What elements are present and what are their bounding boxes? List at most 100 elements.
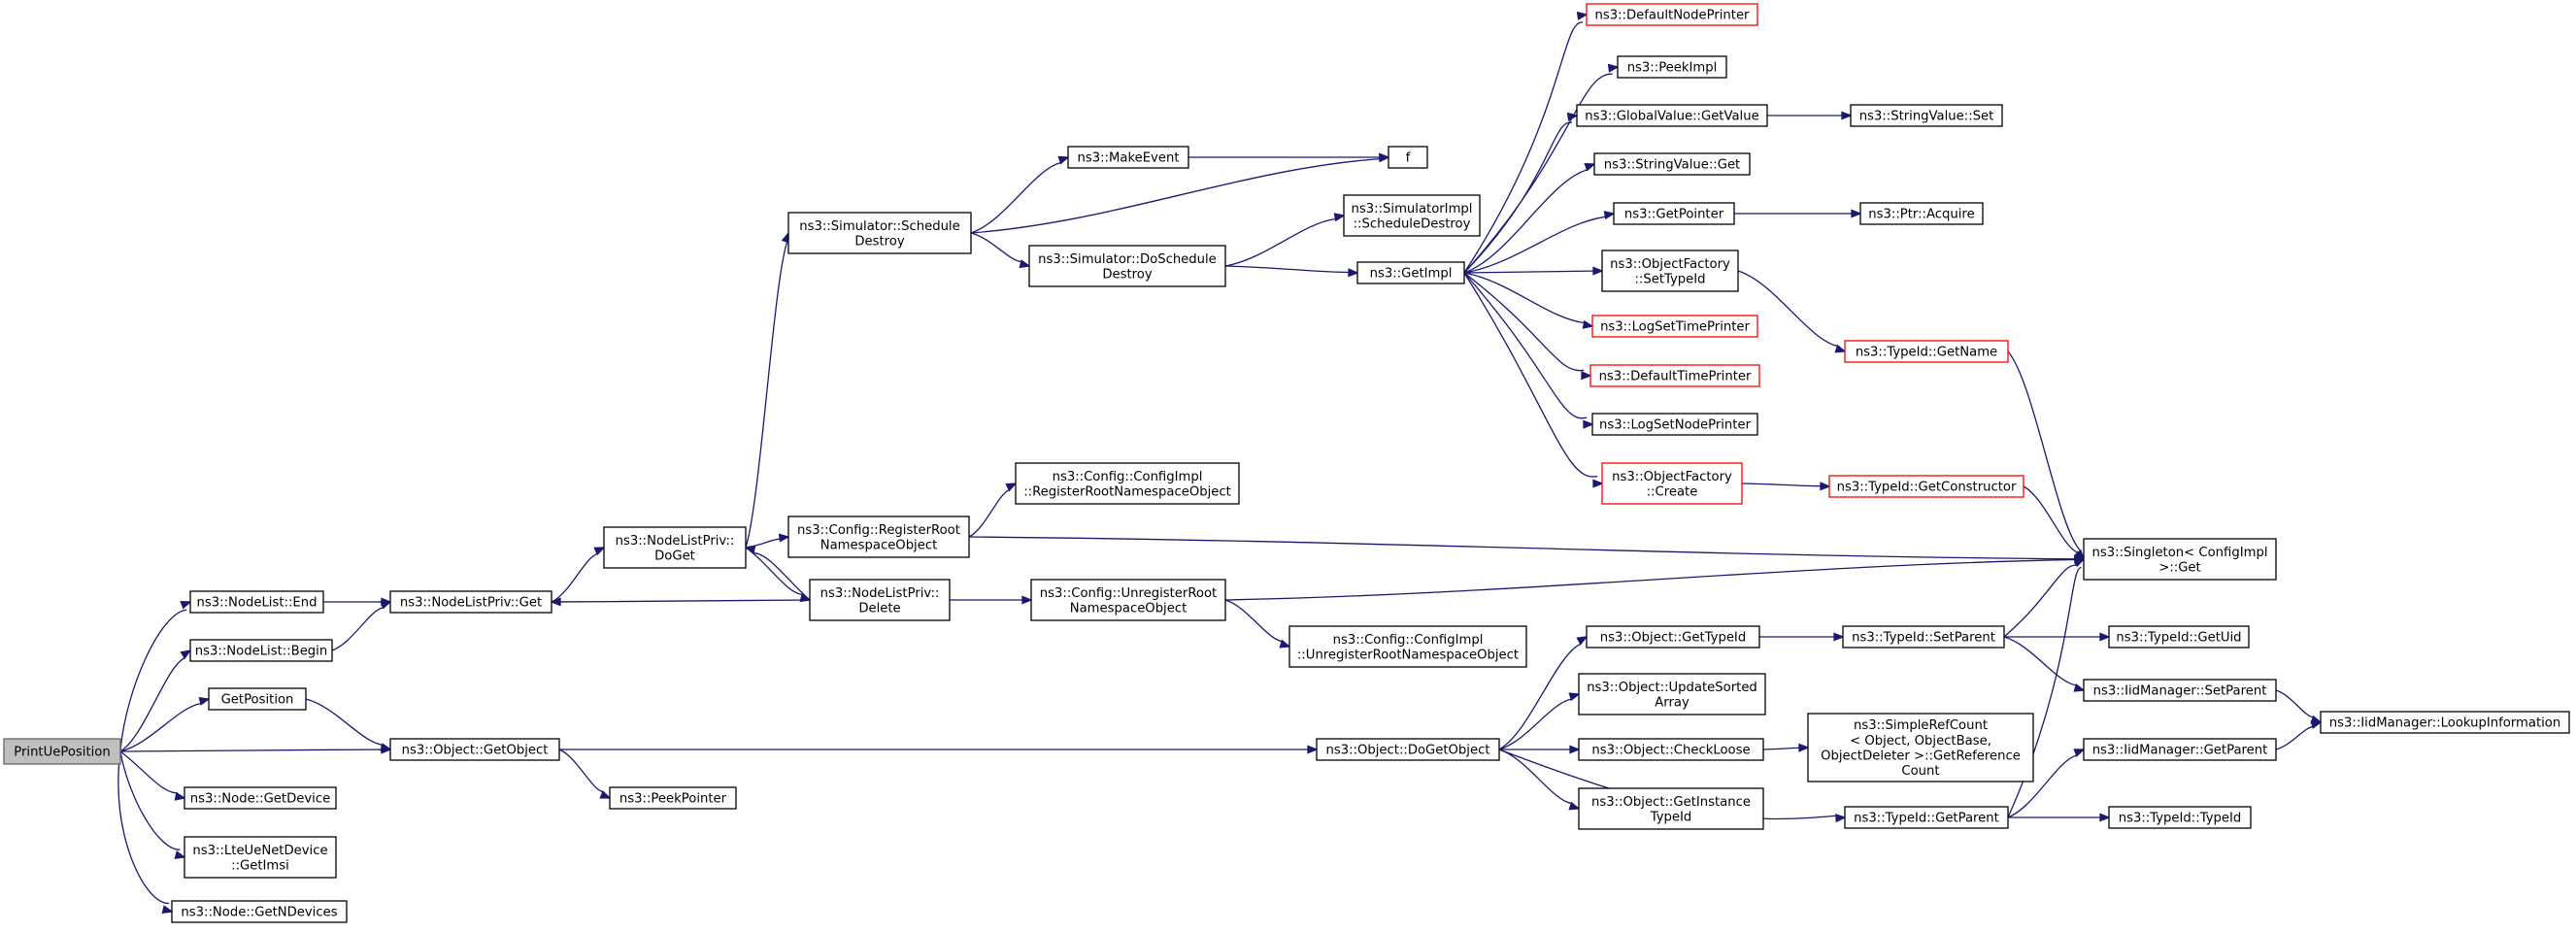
node-ns3-peekpointer[interactable]: ns3::PeekPointer xyxy=(609,786,737,810)
arrowhead-icon xyxy=(599,790,612,799)
node-ns3-typeid-getname[interactable]: ns3::TypeId::GetName xyxy=(1844,340,2009,363)
node-ns3-stringvalue-set[interactable]: ns3::StringValue::Set xyxy=(1850,104,2003,127)
edge-12-to-44 xyxy=(968,536,2086,564)
node-ns3-getpointer[interactable]: ns3::GetPointer xyxy=(1613,202,1735,225)
node-label: ns3::LogSetTimePrinter xyxy=(1600,320,1750,335)
edge-33-to-41 xyxy=(1759,632,1845,642)
node-label: ns3::GlobalValue::GetValue xyxy=(1585,110,1758,124)
node-ns3-peekimpl[interactable]: ns3::PeekImpl xyxy=(1617,55,1727,79)
node-ns3-nodelistpriv-delete[interactable]: ns3::NodeListPriv::Delete xyxy=(809,579,951,621)
node-ns3-objectfactory-create[interactable]: ns3::ObjectFactory::Create xyxy=(1601,462,1743,505)
node-ns3-node-getdevice[interactable]: ns3::Node::GetDevice xyxy=(184,786,337,810)
node-ns3-iidmanager-lookupinformation[interactable]: ns3::IidManager::LookupInformation xyxy=(2320,711,2570,734)
edge-17-to-44 xyxy=(1224,554,2086,601)
edge-13-to-8 xyxy=(550,597,811,607)
node-ns3-simplerefcount-object-objectbase-objectdeleter-getreference-count[interactable]: ns3::SimpleRefCount< Object, ObjectBase,… xyxy=(1807,713,2034,782)
node-ns3-simulator-schedule-destroy[interactable]: ns3::Simulator::ScheduleDestroy xyxy=(787,212,972,254)
edges-layer xyxy=(117,11,2323,915)
edge-0-to-5 xyxy=(119,750,186,801)
edge-22-to-26 xyxy=(1463,162,1596,274)
arrowhead-icon xyxy=(1348,268,1359,278)
node-ns3-nodelist-begin[interactable]: ns3::NodeList::Begin xyxy=(189,639,333,662)
node-ns3-config-unregisterroot-namespaceobject[interactable]: ns3::Config::UnregisterRootNamespaceObje… xyxy=(1030,579,1226,621)
node-ns3-typeid-getconstructor[interactable]: ns3::TypeId::GetConstructor xyxy=(1828,475,2024,498)
node-label: ns3::Config::UnregisterRoot xyxy=(1040,586,1217,601)
node-label: < Object, ObjectBase, xyxy=(1850,734,1991,749)
edge-22-to-29 xyxy=(1463,272,1594,329)
node-ns3-stringvalue-get[interactable]: ns3::StringValue::Get xyxy=(1593,152,1751,176)
node-label: ns3::NodeListPriv:: xyxy=(616,534,735,549)
node-label: ns3::PeekPointer xyxy=(619,792,727,807)
node-label: Count xyxy=(1901,764,1939,779)
node-ns3-typeid-getparent[interactable]: ns3::TypeId::GetParent xyxy=(1844,806,2009,829)
node-ns3-nodelistpriv-doget[interactable]: ns3::NodeListPriv::DoGet xyxy=(603,526,747,569)
node-label: ns3::NodeList::End xyxy=(197,596,318,611)
edge-22-to-24 xyxy=(1463,63,1620,274)
node-ns3-object-dogetobject[interactable]: ns3::Object::DoGetObject xyxy=(1316,738,1500,761)
edge-28-to-39 xyxy=(1737,270,1847,353)
node-ns3-logsetnodeprinter[interactable]: ns3::LogSetNodePrinter xyxy=(1591,413,1758,436)
arrowhead-icon xyxy=(1019,259,1031,269)
node-label: ns3::Singleton< ConfigImpl xyxy=(2092,546,2268,560)
node-getposition[interactable]: GetPosition xyxy=(208,687,307,711)
node-ns3-defaulttimeprinter[interactable]: ns3::DefaultTimePrinter xyxy=(1589,364,1760,387)
node-ns3-globalvalue-getvalue[interactable]: ns3::GlobalValue::GetValue xyxy=(1576,104,1768,127)
node-ns3-simulatorimpl-scheduledestroy[interactable]: ns3::SimulatorImpl::ScheduleDestroy xyxy=(1343,194,1481,237)
node-label: ns3::Object::GetObject xyxy=(402,744,549,758)
node-label: ns3::Object::CheckLoose xyxy=(1591,744,1750,758)
node-ns3-iidmanager-getparent[interactable]: ns3::IidManager::GetParent xyxy=(2083,738,2277,761)
node-ns3-objectfactory-settypeid[interactable]: ns3::ObjectFactory::SetTypeId xyxy=(1601,250,1739,292)
arrowhead-icon xyxy=(2099,813,2111,822)
arrowhead-icon xyxy=(1582,319,1594,329)
node-label: ns3::TypeId::SetParent xyxy=(1852,631,1995,646)
node-ns3-typeid-typeid[interactable]: ns3::TypeId::TypeId xyxy=(2108,806,2252,829)
node-label: ns3::NodeListPriv::Get xyxy=(400,596,542,611)
arrowhead-icon xyxy=(1581,371,1592,381)
node-label: ns3::TypeId::GetParent xyxy=(1854,812,1999,826)
node-ns3-config-registerroot-namespaceobject[interactable]: ns3::Config::RegisterRootNamespaceObject xyxy=(787,516,970,558)
node-ns3-defaultnodeprinter[interactable]: ns3::DefaultNodePrinter xyxy=(1586,3,1758,26)
node-ns3-typeid-setparent[interactable]: ns3::TypeId::SetParent xyxy=(1842,625,2005,649)
node-ns3-nodelistpriv-get[interactable]: ns3::NodeListPriv::Get xyxy=(389,590,552,614)
edge-4-to-18 xyxy=(559,745,1319,754)
node-label: Array xyxy=(1655,695,1689,710)
node-ns3-config-configimpl-registerrootnamespaceobject[interactable]: ns3::Config::ConfigImpl::RegisterRootNam… xyxy=(1015,462,1240,505)
node-label: ns3::Config::ConfigImpl xyxy=(1333,633,1484,648)
arrowhead-icon xyxy=(1833,632,1845,642)
edge-4-to-10 xyxy=(558,749,612,799)
node-ns3-object-gettypeid[interactable]: ns3::Object::GetTypeId xyxy=(1586,625,1760,649)
node-ns3-object-checkloose[interactable]: ns3::Object::CheckLoose xyxy=(1578,738,1764,761)
node-label: Delete xyxy=(858,601,900,616)
arrowhead-icon xyxy=(1576,636,1589,646)
node-ns3-typeid-getuid[interactable]: ns3::TypeId::GetUid xyxy=(2108,625,2250,649)
node-ns3-singleton-configimpl-get[interactable]: ns3::Singleton< ConfigImpl >::Get xyxy=(2083,538,2277,581)
node-label: ns3::DefaultTimePrinter xyxy=(1599,370,1752,384)
node-ns3-nodelist-end[interactable]: ns3::NodeList::End xyxy=(189,590,324,614)
node-ns3-object-getobject[interactable]: ns3::Object::GetObject xyxy=(389,738,560,761)
node-ns3-config-configimpl-unregisterrootnamespaceobject[interactable]: ns3::Config::ConfigImpl::UnregisterRootN… xyxy=(1288,625,1527,668)
node-ns3-ptr-acquire[interactable]: ns3::Ptr::Acquire xyxy=(1859,202,1984,225)
node-ns3-logsettimeprinter[interactable]: ns3::LogSetTimePrinter xyxy=(1591,315,1758,338)
arrowhead-icon xyxy=(2099,632,2111,642)
node-label: ns3::Config::ConfigImpl xyxy=(1053,470,1203,484)
arrowhead-icon xyxy=(198,696,211,706)
node-f[interactable]: f xyxy=(1388,146,1428,169)
node-ns3-iidmanager-setparent[interactable]: ns3::IidManager::SetParent xyxy=(2083,679,2277,702)
arrowhead-icon xyxy=(1566,112,1579,121)
node-ns3-getimpl[interactable]: ns3::GetImpl xyxy=(1356,261,1465,284)
node-label: >::Get xyxy=(2158,560,2200,575)
node-printueposition[interactable]: PrintUePosition xyxy=(3,738,121,765)
edge-15-to-22 xyxy=(1224,265,1359,278)
node-ns3-node-getndevices[interactable]: ns3::Node::GetNDevices xyxy=(171,900,348,923)
arrowhead-icon xyxy=(1576,11,1589,20)
node-ns3-lteuenetdevice-getimsi[interactable]: ns3::LteUeNetDevice::GetImsi xyxy=(184,836,337,879)
node-ns3-makeevent[interactable]: ns3::MakeEvent xyxy=(1067,146,1189,169)
edge-40-to-44 xyxy=(2023,485,2086,560)
arrowhead-icon xyxy=(380,600,392,610)
arrowhead-icon xyxy=(180,600,192,610)
node-label: ns3::Simulator::Schedule xyxy=(799,219,959,234)
edge-35-to-42 xyxy=(1762,743,1810,752)
